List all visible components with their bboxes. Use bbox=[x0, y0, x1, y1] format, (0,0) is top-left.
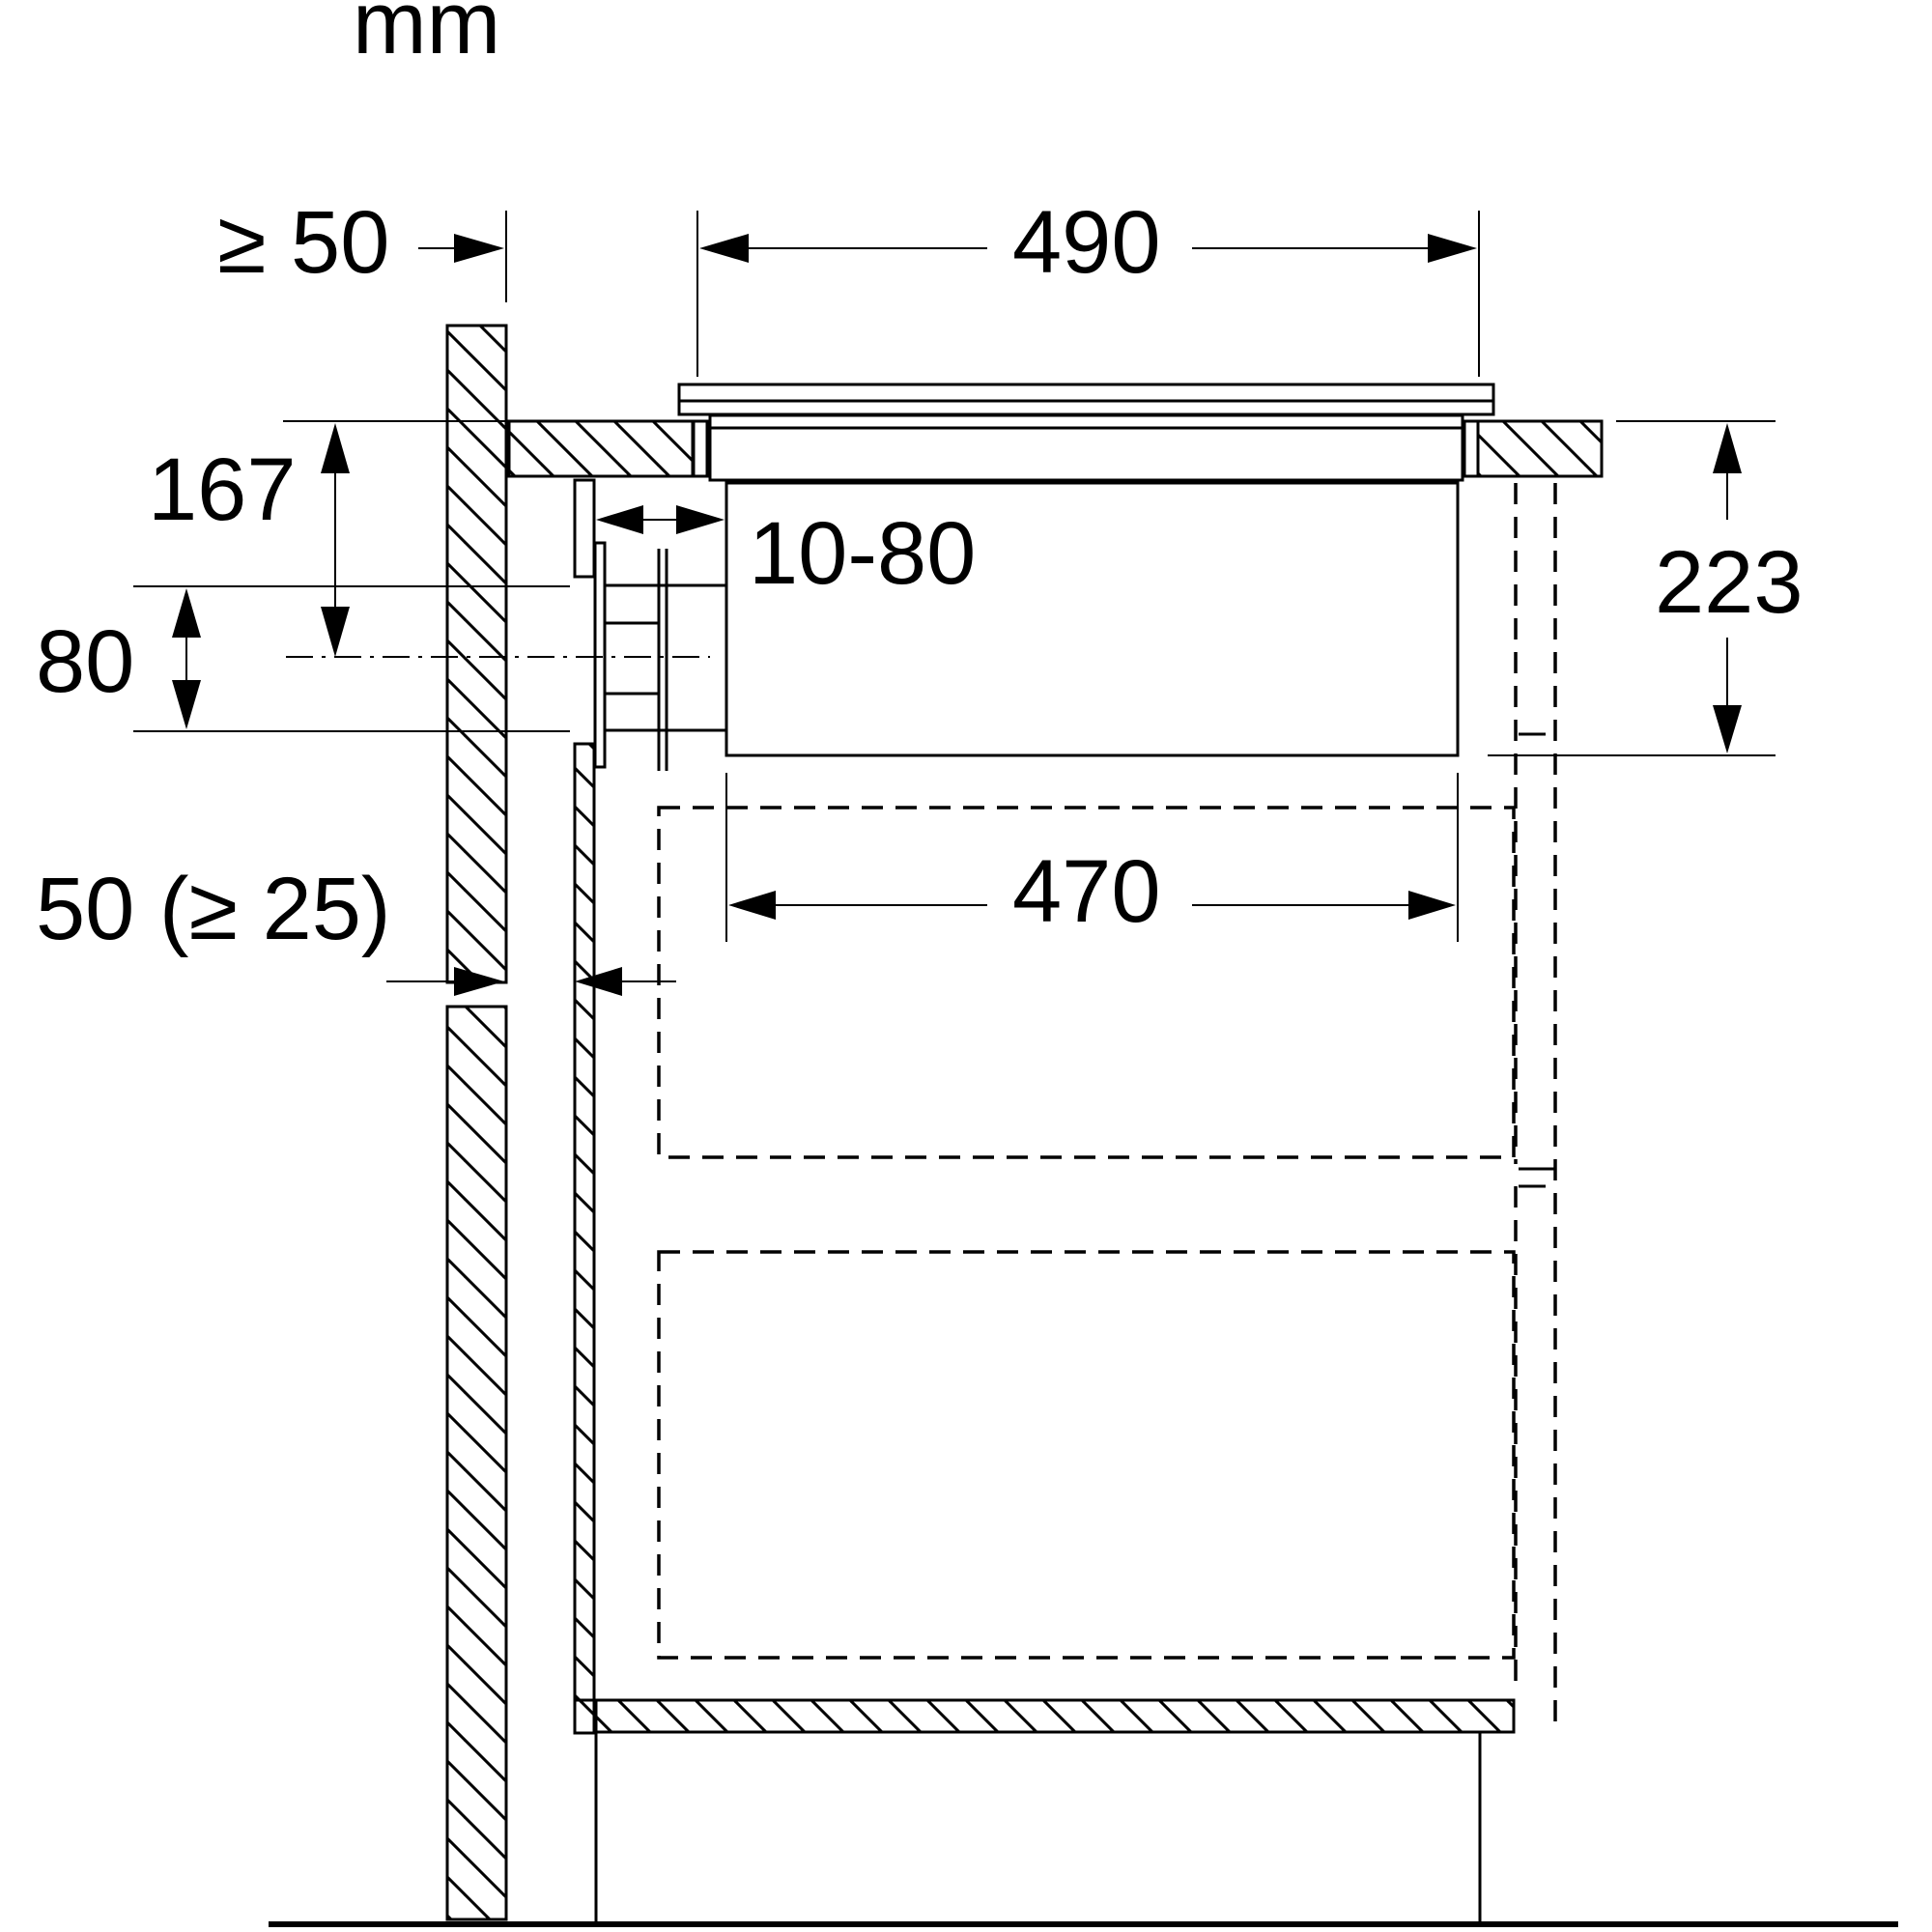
cabinet-rear-panel bbox=[573, 742, 596, 1735]
dimension-extension-lines bbox=[133, 211, 1776, 942]
extraction-unit bbox=[724, 481, 1460, 757]
dim-hob-height-label: 167 bbox=[148, 440, 297, 539]
back-wall bbox=[445, 324, 508, 1921]
dim-cutout-width-label: 470 bbox=[1012, 842, 1161, 941]
dim-wall-gap-label: ≥ 50 bbox=[217, 193, 389, 292]
dim-duct-offset bbox=[596, 505, 724, 534]
dim-cutout-width bbox=[728, 891, 1456, 920]
drawer-lower bbox=[657, 1250, 1516, 1660]
unit-label: mm bbox=[353, 0, 500, 72]
worktop bbox=[507, 419, 1604, 478]
dim-wall-gap bbox=[418, 234, 504, 263]
dim-total-height-label: 223 bbox=[1655, 533, 1804, 632]
cabinet-front bbox=[1514, 483, 1557, 1729]
dim-total-height bbox=[1713, 423, 1742, 753]
dim-duct-height-label: 80 bbox=[36, 612, 134, 711]
dim-duct-offset-label: 10-80 bbox=[749, 504, 976, 603]
plinth bbox=[594, 1732, 1482, 1922]
dim-back-gap-label: 50 (≥ 25) bbox=[36, 860, 391, 958]
dim-hob-height bbox=[321, 423, 350, 657]
hob bbox=[677, 383, 1495, 482]
cabinet-bottom bbox=[594, 1698, 1516, 1734]
dim-duct-height bbox=[172, 588, 201, 729]
dim-hob-width-label: 490 bbox=[1012, 193, 1161, 292]
duct-connection bbox=[573, 478, 726, 771]
dim-back-gap bbox=[386, 967, 676, 996]
dim-hob-width bbox=[699, 234, 1477, 263]
